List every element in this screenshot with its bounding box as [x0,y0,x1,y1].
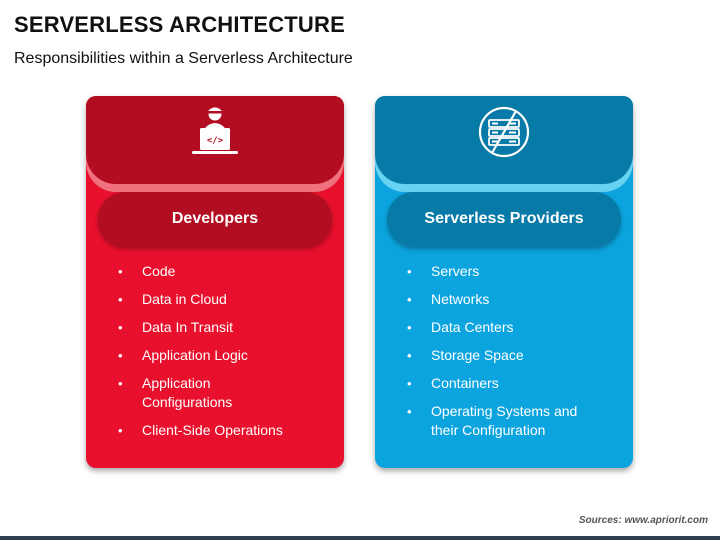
list-item: Servers [405,262,620,281]
developer-laptop-icon: </> [180,102,250,164]
list-item: Networks [405,290,620,309]
serverless-providers-heading: Serverless Providers [387,192,621,246]
page-title: SERVERLESS ARCHITECTURE [14,12,345,37]
server-rack-icon [469,102,539,164]
source-credit: Sources: www.apriorit.com [578,515,708,526]
bottom-bar [0,536,720,540]
list-item: Data In Transit [116,318,331,337]
page-subtitle: Responsibilities within a Serverless Arc… [14,50,353,67]
list-item: Storage Space [405,346,620,365]
serverless-providers-list: Servers Networks Data Centers Storage Sp… [405,262,620,449]
list-item: Code [116,262,331,281]
developers-list: Code Data in Cloud Data In Transit Appli… [116,262,331,449]
list-item: Operating Systems and their Configuratio… [405,402,601,440]
list-item: Application Logic [116,346,331,365]
developers-card: </> Developers Code Data in Cloud Data I… [86,96,344,468]
serverless-providers-card: Serverless Providers Servers Networks Da… [375,96,633,468]
developers-heading: Developers [98,192,332,246]
list-item: Client-Side Operations [116,421,331,440]
list-item: Containers [405,374,620,393]
list-item: Data Centers [405,318,620,337]
list-item: Application Configurations [116,374,252,412]
card-header [375,96,633,184]
list-item: Data in Cloud [116,290,331,309]
svg-text:</>: </> [207,136,224,146]
